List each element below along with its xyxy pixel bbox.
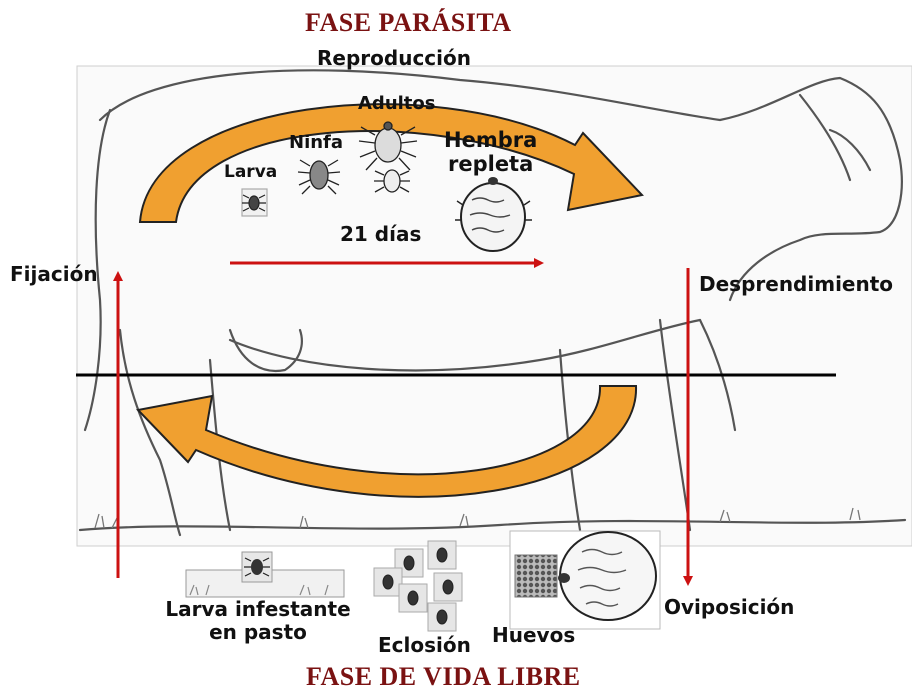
detachment-label: Desprendimiento bbox=[699, 273, 893, 296]
adults-label: Adultos bbox=[358, 94, 435, 115]
hatching-larvae-image bbox=[374, 541, 462, 631]
days-label: 21 días bbox=[340, 223, 421, 246]
infesting-larva-label: Larva infestante en pasto bbox=[161, 598, 355, 644]
infesting-larva-line2: en pasto bbox=[161, 621, 355, 644]
engorged-female-line1: Hembra bbox=[444, 128, 537, 152]
parasitic-phase-title: FASE PARÁSITA bbox=[305, 8, 512, 38]
attachment-label: Fijación bbox=[10, 263, 98, 286]
hatching-label: Eclosión bbox=[378, 634, 471, 657]
larva-label: Larva bbox=[224, 163, 277, 183]
engorged-female-line2: repleta bbox=[444, 152, 537, 176]
eggs-and-female-image bbox=[510, 531, 660, 629]
reproduction-label: Reproducción bbox=[317, 47, 471, 70]
free-living-phase-title: FASE DE VIDA LIBRE bbox=[306, 662, 581, 692]
nymph-label: Ninfa bbox=[289, 133, 343, 154]
pasture-larvae-image bbox=[186, 552, 344, 597]
engorged-female-label: Hembra repleta bbox=[444, 128, 537, 176]
infesting-larva-line1: Larva infestante bbox=[161, 598, 355, 621]
oviposition-label: Oviposición bbox=[664, 596, 794, 619]
larva-tick-icon bbox=[242, 189, 267, 216]
eggs-label: Huevos bbox=[492, 624, 575, 647]
